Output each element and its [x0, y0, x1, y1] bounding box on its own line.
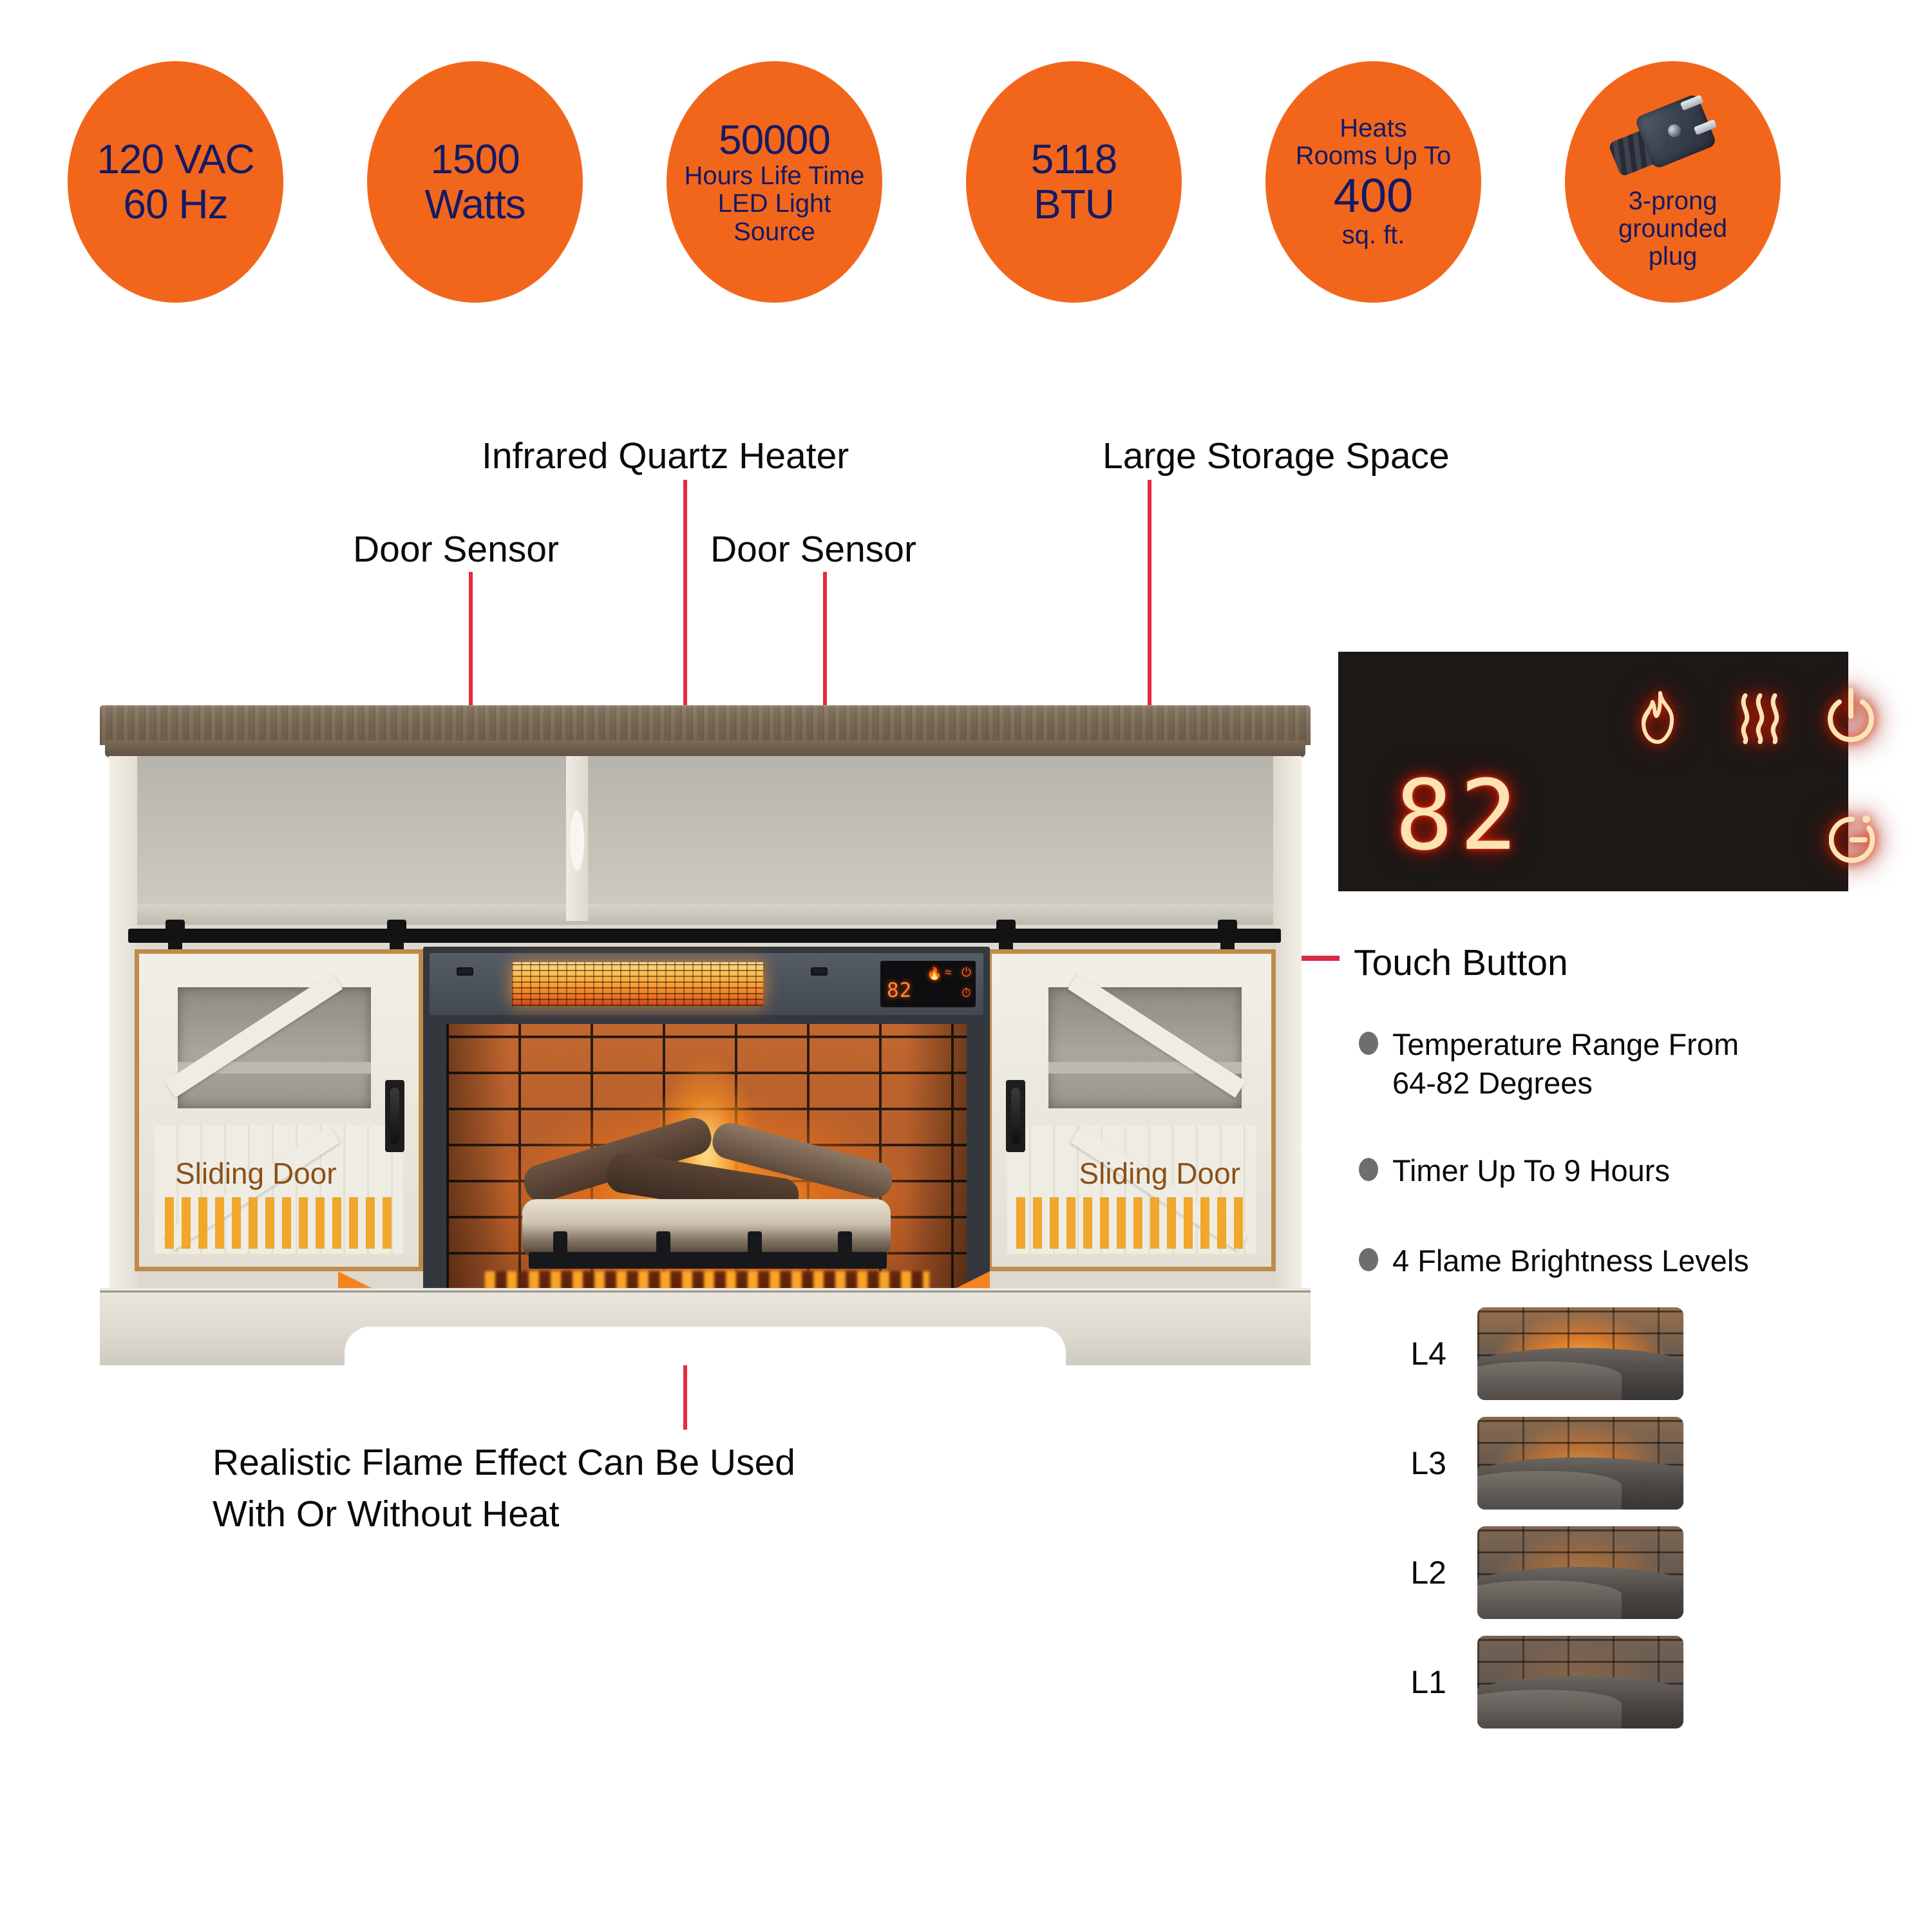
bullet-flame-levels: 4 Flame Brightness Levels — [1359, 1242, 1887, 1280]
door-window-right — [1048, 987, 1242, 1108]
power-icon[interactable]: ⏻ — [961, 966, 972, 980]
callout-flame-effect-line1: Realistic Flame Effect Can Be Used — [213, 1442, 795, 1483]
flame-icon[interactable]: 🔥 — [927, 967, 942, 981]
insert-control-display[interactable]: 82 🔥 ≈ ⏻ ⏱ — [880, 961, 976, 1007]
badge-line: Rooms Up To — [1295, 141, 1452, 170]
badge-line: BTU — [1034, 180, 1115, 227]
callout-infrared-heater: Infrared Quartz Heater — [482, 435, 849, 477]
badge-line: sq. ft. — [1341, 221, 1405, 250]
open-shelf-cavity — [137, 756, 1273, 921]
led-life-badge: 50000 Hours Life Time LED Light Source — [667, 61, 882, 303]
infrared-quartz-heater-grille — [512, 962, 763, 1006]
bullet-label: Timer Up To 9 Hours — [1392, 1153, 1670, 1188]
cabinet-body: Sliding Door Sliding Door 82 🔥 — [109, 756, 1302, 1356]
level-label: L2 — [1410, 1555, 1446, 1591]
badge-line: Heats — [1340, 113, 1407, 142]
level-label: L4 — [1410, 1336, 1446, 1372]
insert-top-bar: 82 🔥 ≈ ⏻ ⏱ — [430, 953, 983, 1015]
barn-door-rail — [128, 929, 1281, 943]
power-plug-icon — [1607, 93, 1738, 184]
cabinet-side-left — [109, 756, 137, 1288]
timer-icon[interactable] — [1828, 811, 1875, 873]
heat-waves-icon[interactable] — [1736, 692, 1784, 749]
wattage-badge: 1500 Watts — [367, 61, 583, 303]
badge-line: 50000 — [719, 117, 831, 164]
bullet-dot-icon — [1359, 1158, 1378, 1181]
door-handle-left[interactable] — [385, 1080, 404, 1152]
badge-line: Hours Life Time — [684, 162, 865, 191]
room-size-badge: Heats Rooms Up To 400 sq. ft. — [1265, 61, 1481, 303]
btu-badge: 5118 BTU — [966, 61, 1182, 303]
sliding-door-right[interactable]: Sliding Door — [987, 949, 1276, 1271]
plug-badge: 3-prong grounded plug — [1565, 61, 1781, 303]
sliding-door-label-left: Sliding Door — [175, 1157, 337, 1190]
flame-level-thumbnail — [1477, 1526, 1683, 1619]
heat-waves-icon[interactable]: ≈ — [945, 966, 952, 980]
door-sensor-right — [811, 967, 828, 976]
door-sensor-left — [457, 967, 473, 976]
power-icon[interactable] — [1828, 688, 1874, 750]
flame-level-thumbnail — [1477, 1636, 1683, 1728]
bullet-dot-icon — [1359, 1248, 1378, 1271]
door-handle-right[interactable] — [1006, 1080, 1025, 1152]
level-label: L1 — [1410, 1664, 1446, 1700]
temperature-display: 82 — [1395, 760, 1524, 872]
callout-large-storage: Large Storage Space — [1103, 435, 1450, 477]
insert-temperature-readout: 82 — [887, 979, 913, 1002]
cable-cutout — [570, 810, 584, 871]
leader-line-large-storage — [1148, 480, 1151, 795]
brightness-level-l2: L2 — [1385, 1526, 1683, 1619]
badge-line: 3-prong — [1628, 186, 1718, 215]
badge-line: 5118 — [1030, 136, 1118, 183]
flame-level-thumbnail — [1477, 1307, 1683, 1400]
mantel-edge — [105, 741, 1305, 757]
badge-line: Watts — [424, 180, 526, 227]
electric-fireplace-insert: 82 🔥 ≈ ⏻ ⏱ — [423, 947, 990, 1338]
flame-level-thumbnail — [1477, 1417, 1683, 1510]
callout-door-sensor-left: Door Sensor — [353, 529, 559, 570]
bullet-label: Temperature Range From 64-82 Degrees — [1392, 1027, 1739, 1101]
spec-badge-row: 120 VAC 60 Hz 1500 Watts 50000 Hours Lif… — [0, 61, 1932, 319]
door-window-left — [178, 987, 371, 1108]
brightness-level-l4: L4 — [1385, 1307, 1683, 1400]
fireplace-tv-stand: Sliding Door Sliding Door 82 🔥 — [100, 705, 1311, 1404]
callout-door-sensor-right: Door Sensor — [710, 529, 916, 570]
log-grate — [529, 1252, 887, 1269]
badge-line: grounded — [1618, 214, 1728, 243]
badge-line: Source — [734, 217, 815, 246]
bullet-dot-icon — [1359, 1032, 1378, 1055]
flame-icon[interactable] — [1634, 690, 1681, 749]
level-label: L3 — [1410, 1445, 1446, 1481]
voltage-badge: 120 VAC 60 Hz — [68, 61, 283, 303]
sliding-door-label-right: Sliding Door — [1079, 1157, 1240, 1190]
badge-line: plug — [1648, 242, 1698, 271]
sliding-door-left[interactable]: Sliding Door — [135, 949, 423, 1271]
cabinet-base — [100, 1288, 1311, 1365]
timer-icon[interactable]: ⏱ — [961, 987, 971, 1000]
shelf-floor — [137, 904, 1273, 925]
base-arch-cutout — [345, 1327, 1066, 1365]
brightness-level-l1: L1 — [1385, 1636, 1683, 1728]
touch-button-title: Touch Button — [1354, 942, 1568, 983]
badge-line: 120 VAC — [97, 136, 254, 183]
brightness-level-l3: L3 — [1385, 1417, 1683, 1510]
log-set — [503, 1113, 910, 1271]
callout-flame-effect-line2: With Or Without Heat — [213, 1493, 560, 1535]
cabinet-side-right — [1273, 756, 1302, 1288]
badge-line: 1500 — [430, 136, 520, 183]
bullet-temperature-range: Temperature Range From 64-82 Degrees — [1359, 1025, 1874, 1103]
badge-line: 400 — [1333, 169, 1414, 223]
bullet-label: 4 Flame Brightness Levels — [1392, 1244, 1749, 1278]
mantel-top — [100, 705, 1311, 745]
sliding-motion-bars-right — [1016, 1197, 1245, 1249]
touch-control-panel[interactable]: 82 — [1338, 652, 1875, 891]
sliding-motion-bars-left — [165, 1197, 394, 1249]
firebox — [446, 1024, 967, 1327]
badge-line: LED Light — [717, 189, 831, 218]
badge-line: 60 Hz — [123, 180, 228, 227]
bullet-timer: Timer Up To 9 Hours — [1359, 1151, 1874, 1190]
